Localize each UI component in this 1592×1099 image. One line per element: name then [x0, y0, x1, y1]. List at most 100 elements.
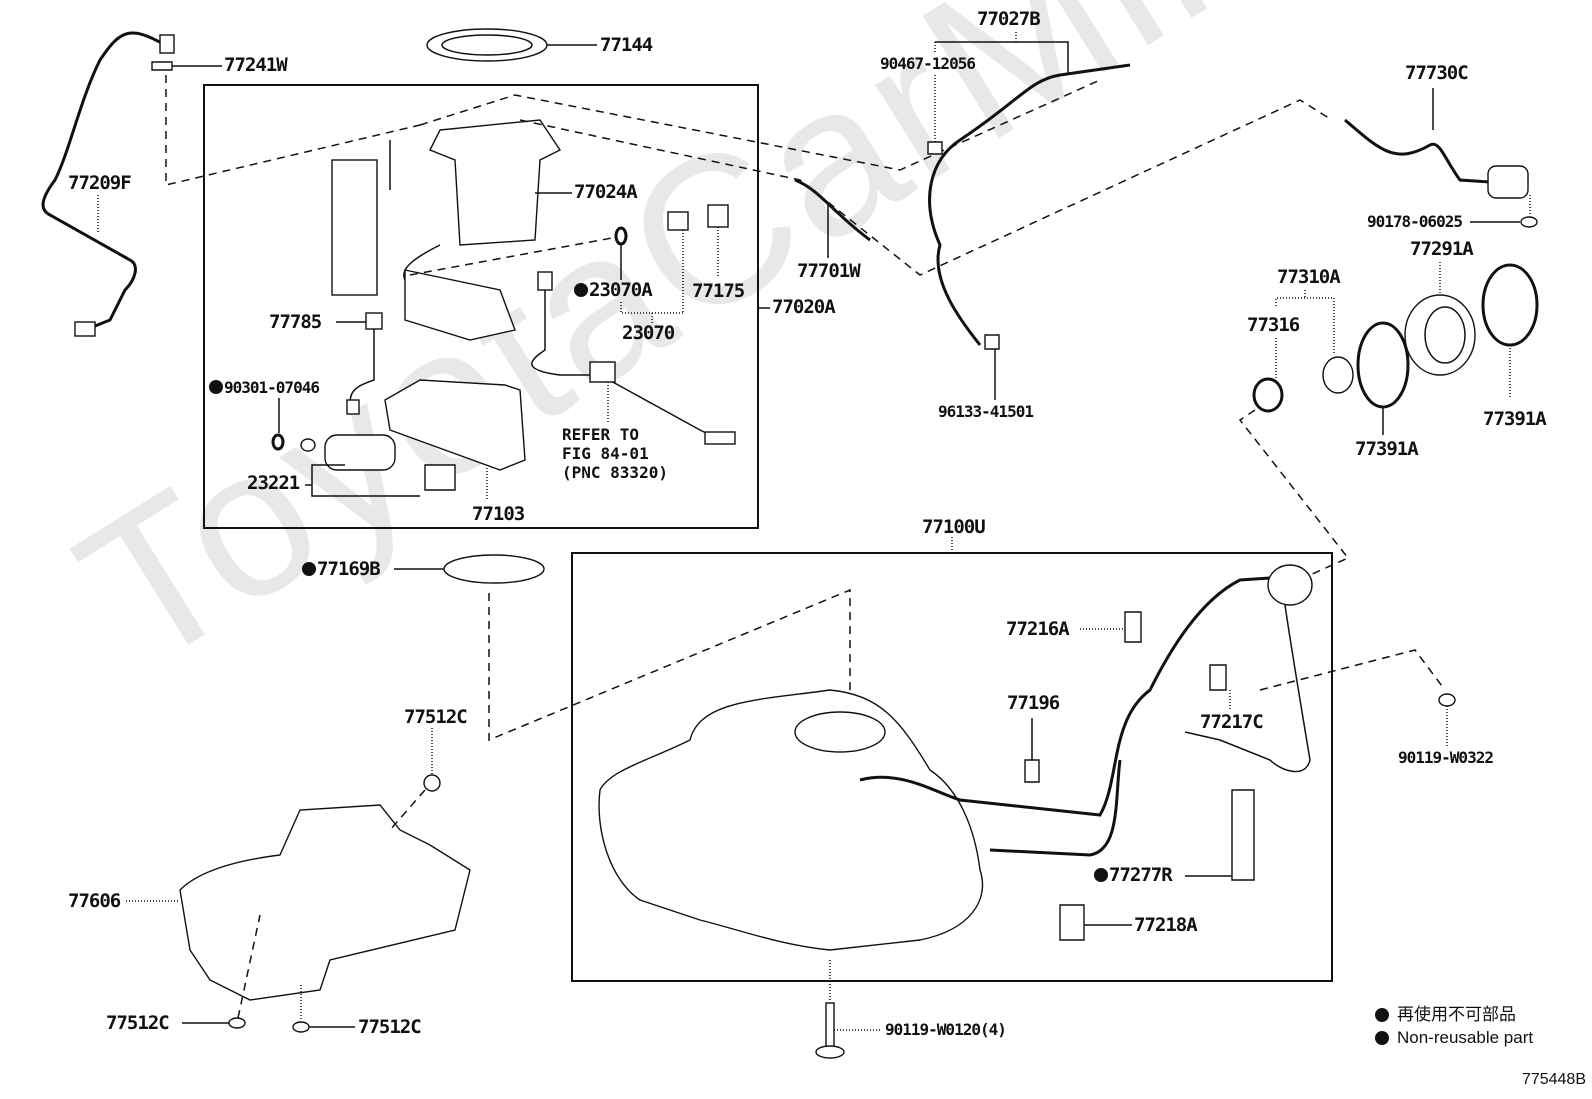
dashed-connector: [409, 237, 613, 276]
pump-bracket-77103-part: [384, 379, 526, 471]
part-label-77512C[interactable]: 77512C: [106, 1012, 170, 1034]
part-label-77217C[interactable]: 77217C: [1200, 711, 1264, 733]
part-label-77701W[interactable]: 77701W: [797, 260, 861, 282]
retainer-ring-77144-part: [426, 28, 548, 62]
wire-part: [531, 290, 721, 441]
lock-ring-77316-part: [1252, 377, 1284, 413]
part-label-77169B[interactable]: 77169B: [302, 558, 381, 580]
non-reusable-marker-icon: [302, 562, 316, 576]
non-reusable-marker-icon: [209, 380, 223, 394]
part-label-77027B[interactable]: 77027B: [977, 8, 1041, 30]
part-label-77391A[interactable]: 77391A: [1355, 438, 1419, 460]
clamp-77216A-part: [1124, 611, 1142, 643]
cap-77310A-part: [1322, 356, 1354, 394]
part-label-77785[interactable]: 77785: [269, 311, 322, 333]
part-label-23221[interactable]: 23221: [247, 472, 300, 494]
protector-77606-part: [179, 804, 471, 1001]
clamp-77217C-part: [1209, 664, 1227, 691]
valve-part: [667, 211, 689, 231]
hose-part: [403, 244, 441, 281]
part-label-77730C[interactable]: 77730C: [1405, 62, 1469, 84]
vent-line-77730C-part: [1344, 118, 1491, 184]
tank-opening-part: [794, 711, 886, 753]
nut-90178-part: [1520, 216, 1538, 228]
part-label-90119-W0322[interactable]: 90119-W0322: [1398, 748, 1494, 767]
clip-77512C-part: [292, 1021, 310, 1033]
part-label-90467-12056[interactable]: 90467-12056: [880, 54, 976, 73]
part-label-77310A[interactable]: 77310A: [1277, 266, 1341, 288]
part-label-90119-W0120[interactable]: 90119-W0120(4): [885, 1020, 1007, 1039]
note-line: FIG 84-01: [562, 444, 649, 463]
bolt-90119-W0120-part: [825, 1002, 835, 1049]
part-label-77606[interactable]: 77606: [68, 890, 121, 912]
filler-pipe-part: [859, 576, 1271, 817]
part-label-77144[interactable]: 77144: [600, 34, 653, 56]
dashed-connector: [519, 99, 1333, 276]
part-label-77291A[interactable]: 77291A: [1410, 238, 1474, 260]
part-label-77196[interactable]: 77196: [1007, 692, 1060, 714]
part-label-77216A[interactable]: 77216A: [1006, 618, 1070, 640]
part-label-23070A[interactable]: 23070A: [574, 281, 653, 300]
hose-77701W-part: [794, 178, 871, 242]
clip-90467-part: [927, 141, 943, 155]
fuel-line-77209F: [41, 31, 166, 332]
part-label-77512C[interactable]: 77512C: [358, 1016, 422, 1038]
ring-part: [300, 438, 316, 452]
part-label-77209F[interactable]: 77209F: [68, 172, 132, 194]
clamp-77196-part: [1024, 759, 1040, 783]
part-label-77241W[interactable]: 77241W: [224, 54, 288, 76]
part-label-77218A[interactable]: 77218A: [1134, 914, 1198, 936]
clamp-77218A-part: [1059, 904, 1085, 941]
non-reusable-marker-icon: [574, 283, 588, 297]
figure-id: 775448B: [1521, 1071, 1586, 1088]
wire-part: [349, 329, 375, 411]
non-reusable-marker-icon: [1094, 868, 1108, 882]
part-label-90178-06025[interactable]: 90178-06025: [1367, 212, 1463, 231]
part-number: 90301-07046: [224, 378, 320, 397]
part-label-77277R[interactable]: 77277R: [1094, 866, 1173, 885]
part-label-77020A[interactable]: 77020A: [772, 296, 836, 318]
part-label-77391A[interactable]: 77391A: [1483, 408, 1547, 430]
vent-hose-part: [1184, 604, 1311, 773]
part-label-77316[interactable]: 77316: [1247, 314, 1300, 336]
breather-tube-77027B-part: [928, 63, 1131, 346]
connector-part: [74, 321, 96, 337]
inlet-inner: [1424, 306, 1466, 364]
dashed-connector: [1259, 649, 1446, 691]
part-label-77512C[interactable]: 77512C: [404, 706, 468, 728]
part-label-96133-41501[interactable]: 96133-41501: [938, 402, 1034, 421]
connector-part: [589, 361, 616, 383]
note-line: (PNC 83320): [562, 463, 668, 482]
gasket-77391A-part: [1481, 263, 1539, 347]
gasket-77391A-part: [1356, 321, 1410, 409]
filled-circle-icon: [1375, 1030, 1389, 1045]
filled-circle-icon: [1375, 1007, 1389, 1022]
connector-part: [346, 399, 360, 415]
part-label-77103[interactable]: 77103: [472, 503, 525, 525]
dashed-connector: [1238, 409, 1350, 576]
bolt-90119-W0322-part: [1438, 693, 1456, 707]
bracket-line: [620, 302, 683, 314]
clip-77512C-part: [423, 774, 441, 792]
legend-row: 再使用不可部品: [1375, 1003, 1533, 1026]
canister-valve-part: [1487, 165, 1529, 199]
part-label-23070[interactable]: 23070: [622, 322, 675, 344]
retainer-ring-inner: [441, 34, 533, 56]
part-label-77175[interactable]: 77175: [692, 280, 745, 302]
connector-part: [159, 34, 175, 54]
sensor-77785-part: [365, 312, 383, 330]
part-number: 77169B: [317, 558, 381, 580]
part-label-77100U[interactable]: 77100U: [922, 516, 986, 538]
filler-neck-part: [1267, 564, 1313, 606]
fuel-pump-module-77024A-part: [429, 119, 562, 246]
legend-row: Non-reusable part: [1375, 1026, 1533, 1049]
clip-96133-part: [984, 334, 1000, 350]
dashed-connector: [165, 75, 421, 186]
part-label-90301-07046[interactable]: 90301-07046: [209, 378, 320, 397]
part-label-77024A[interactable]: 77024A: [574, 181, 638, 203]
o-ring-90301-part: [271, 433, 285, 451]
connector-77175-part: [707, 204, 729, 228]
filler-hose-part: [989, 759, 1122, 857]
